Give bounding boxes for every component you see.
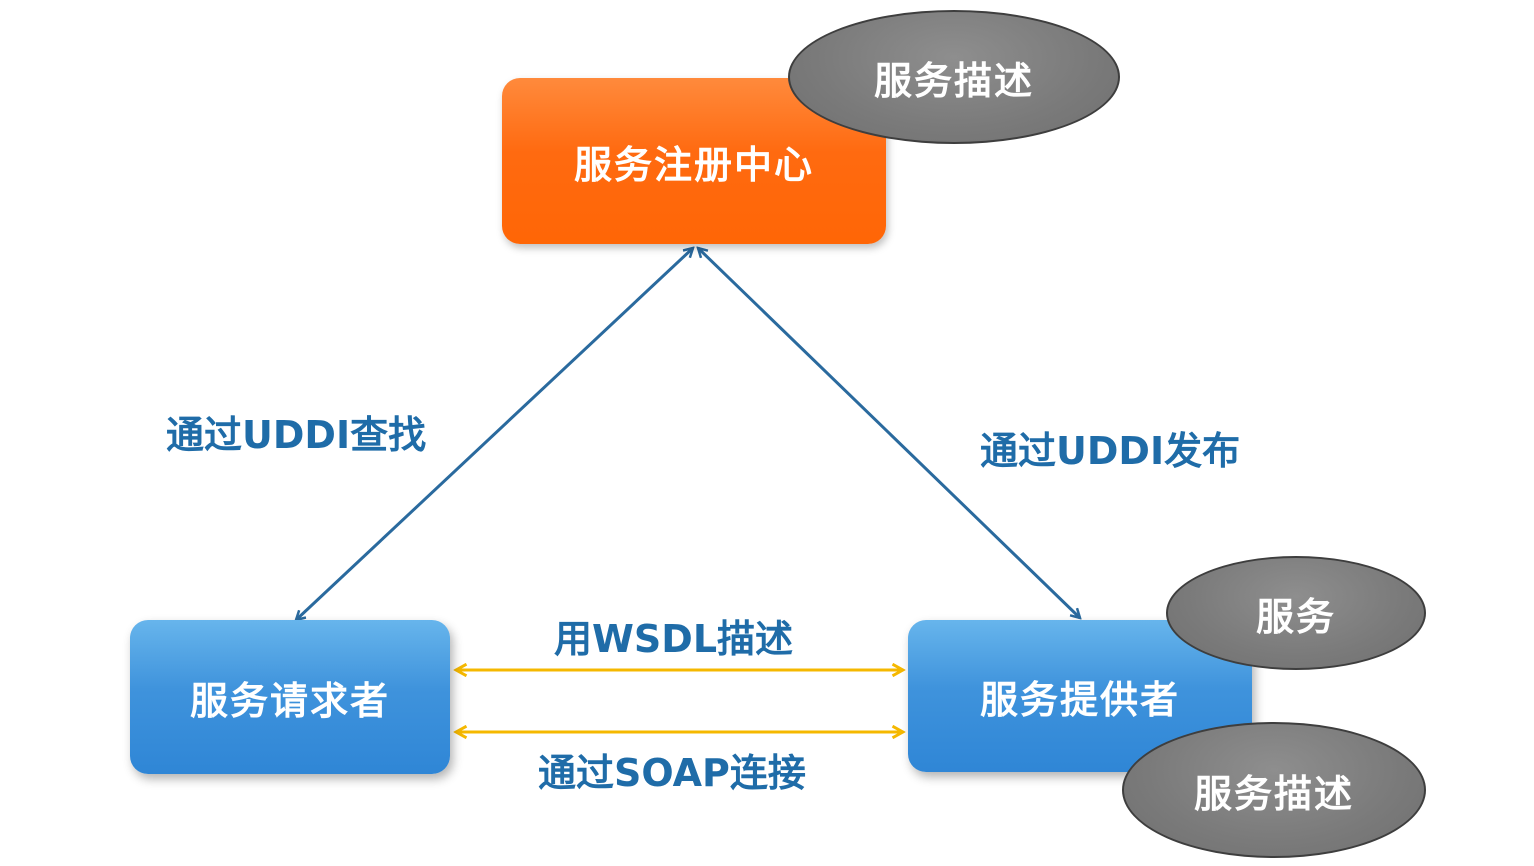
registry-label: 服务注册中心: [573, 142, 814, 187]
find-label: 通过UDDI查找: [166, 413, 427, 457]
publish-label: 通过UDDI发布: [980, 429, 1241, 473]
soap-label: 通过SOAP连接: [538, 751, 806, 795]
publish-arrow: [698, 248, 1080, 618]
wsdl-label: 用WSDL描述: [554, 617, 794, 661]
provider-service-label: 服务: [1255, 594, 1336, 639]
registry-service-description: 服务描述: [788, 10, 1120, 144]
requester-label: 服务请求者: [189, 678, 390, 723]
find-arrow: [296, 248, 693, 620]
registry-service-description-label: 服务描述: [873, 58, 1034, 103]
provider-service: 服务: [1166, 556, 1426, 670]
provider-service-description-label: 服务描述: [1193, 771, 1354, 816]
requester-node: 服务请求者: [130, 620, 450, 774]
provider-service-description: 服务描述: [1122, 722, 1426, 858]
provider-label: 服务提供者: [979, 677, 1180, 722]
